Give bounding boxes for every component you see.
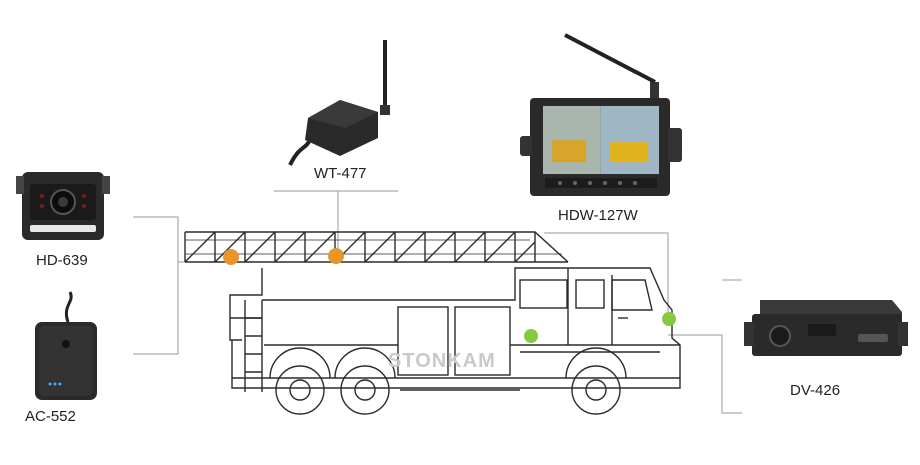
hd639-camera-icon (16, 172, 110, 240)
camera-markers (223, 248, 676, 343)
ladder-truss (184, 231, 569, 263)
label-dv426: DV-426 (790, 382, 841, 399)
label-hdw127w: HDW-127W (558, 207, 638, 224)
dv426-dvr-icon (744, 300, 908, 356)
label-ac552: AC-552 (25, 408, 76, 425)
label-hd639: HD-639 (36, 252, 88, 269)
marker-orange-1 (223, 249, 239, 265)
marker-orange-2 (328, 248, 344, 264)
label-wt477: WT-477 (314, 165, 367, 182)
hdw127w-monitor-icon (520, 33, 682, 196)
wt477-transmitter-icon (288, 40, 390, 166)
fire-truck (229, 267, 681, 415)
connector-ac552 (133, 262, 179, 355)
marker-green-1 (524, 329, 538, 343)
watermark: STONKAM (388, 350, 496, 372)
connector-dv426 (668, 279, 742, 414)
ac552-camera-icon (35, 291, 97, 400)
marker-green-2 (662, 312, 676, 326)
connector-wt477 (274, 190, 398, 255)
connector-hd639 (133, 216, 232, 263)
connector-hdw127w (544, 232, 669, 318)
